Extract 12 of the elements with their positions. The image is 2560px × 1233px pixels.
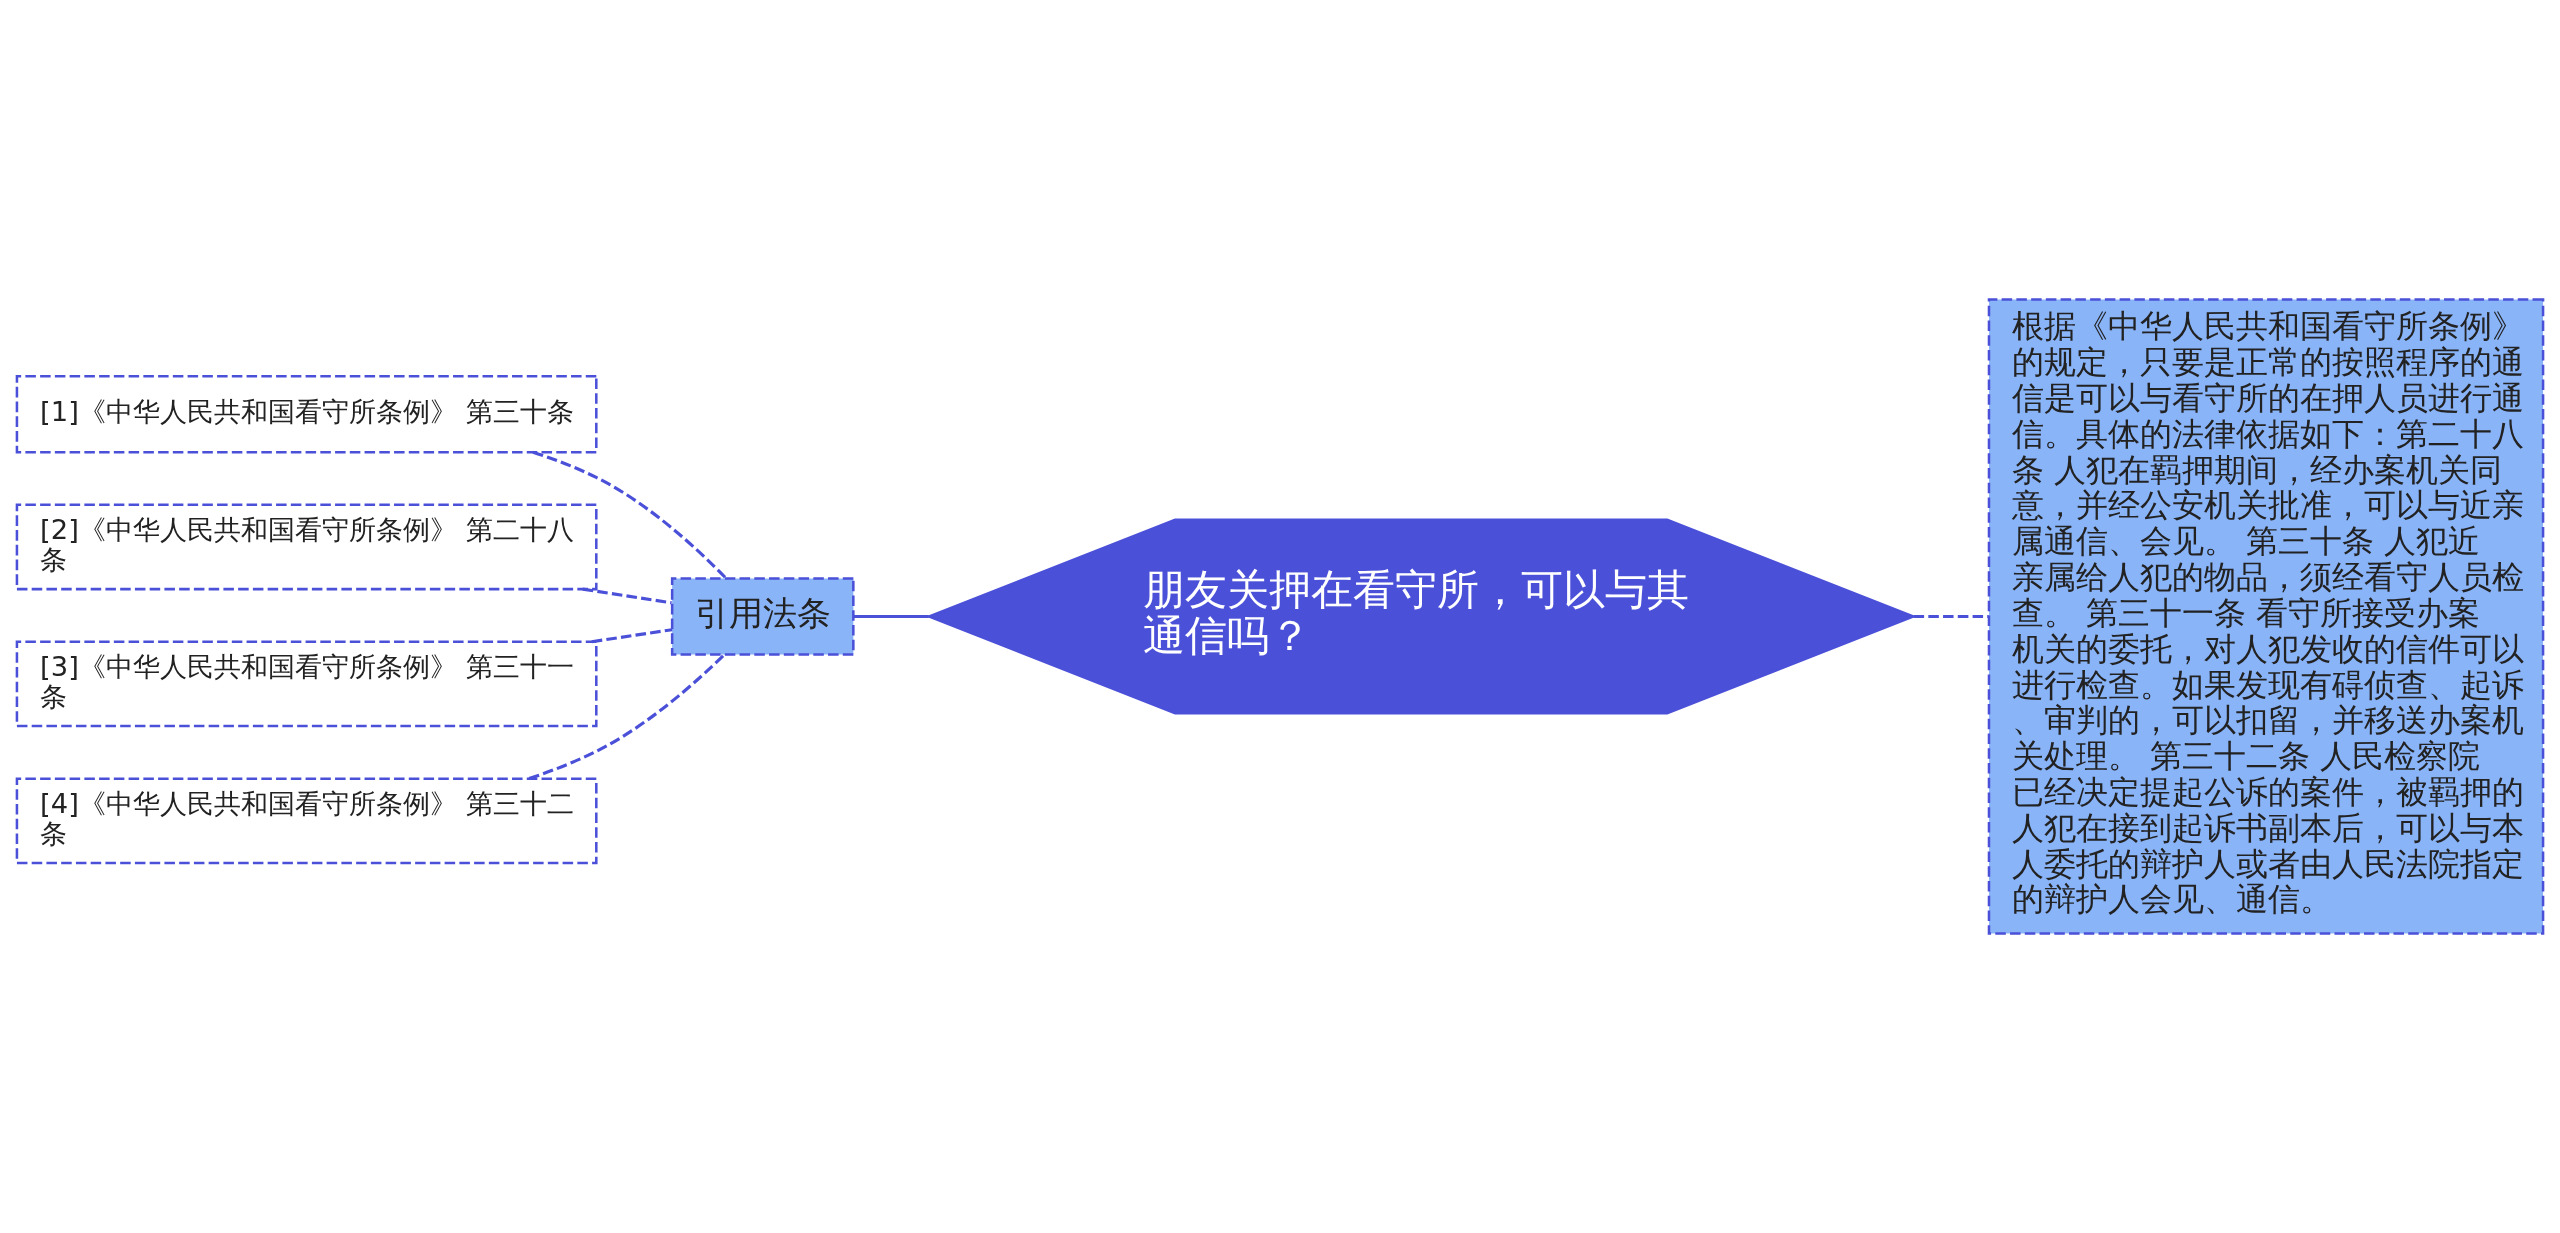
node-box: [3]《中华人民共和国看守所条例》 第三十一条 xyxy=(15,640,598,728)
node-box: [4]《中华人民共和国看守所条例》 第三十二条 xyxy=(15,777,598,865)
node-box: [2]《中华人民共和国看守所条例》 第二十八条 xyxy=(15,503,598,591)
connector xyxy=(582,587,672,605)
node-box: 引用法条 xyxy=(670,577,855,656)
node-box: [1]《中华人民共和国看守所条例》 第三十条 xyxy=(15,375,598,454)
connector xyxy=(1913,614,1989,619)
connector xyxy=(528,653,726,781)
node-box: 根据《中华人民共和国看守所条例》的规定，只要是正常的按照程序的通信是可以与看守所的在押人员进行通信。具体的法律依据如下：第二十八条 人犯在羁押期间，经办案机关同意，并经公安机关批准，可以与近亲属通信、会见。 第三十条 人犯近亲属给人犯的物品，须经看守人员检查。 第三十一条 看守所接受办案机关的委托，对人犯发收的信件可以进行检查。如果发现有碍侦查、起诉、审判的，可以扣留，并移送办案机关处理。 第三十二条 人民检察院已经决定提起公诉的案件，被羁押的人犯在接到起诉书副本后，可以与本人委托的辩护人或者由人民法院指定的辩护人会见、通信。 xyxy=(1987,298,2545,935)
connector xyxy=(853,614,929,619)
connector xyxy=(532,450,728,580)
connector xyxy=(591,628,673,644)
